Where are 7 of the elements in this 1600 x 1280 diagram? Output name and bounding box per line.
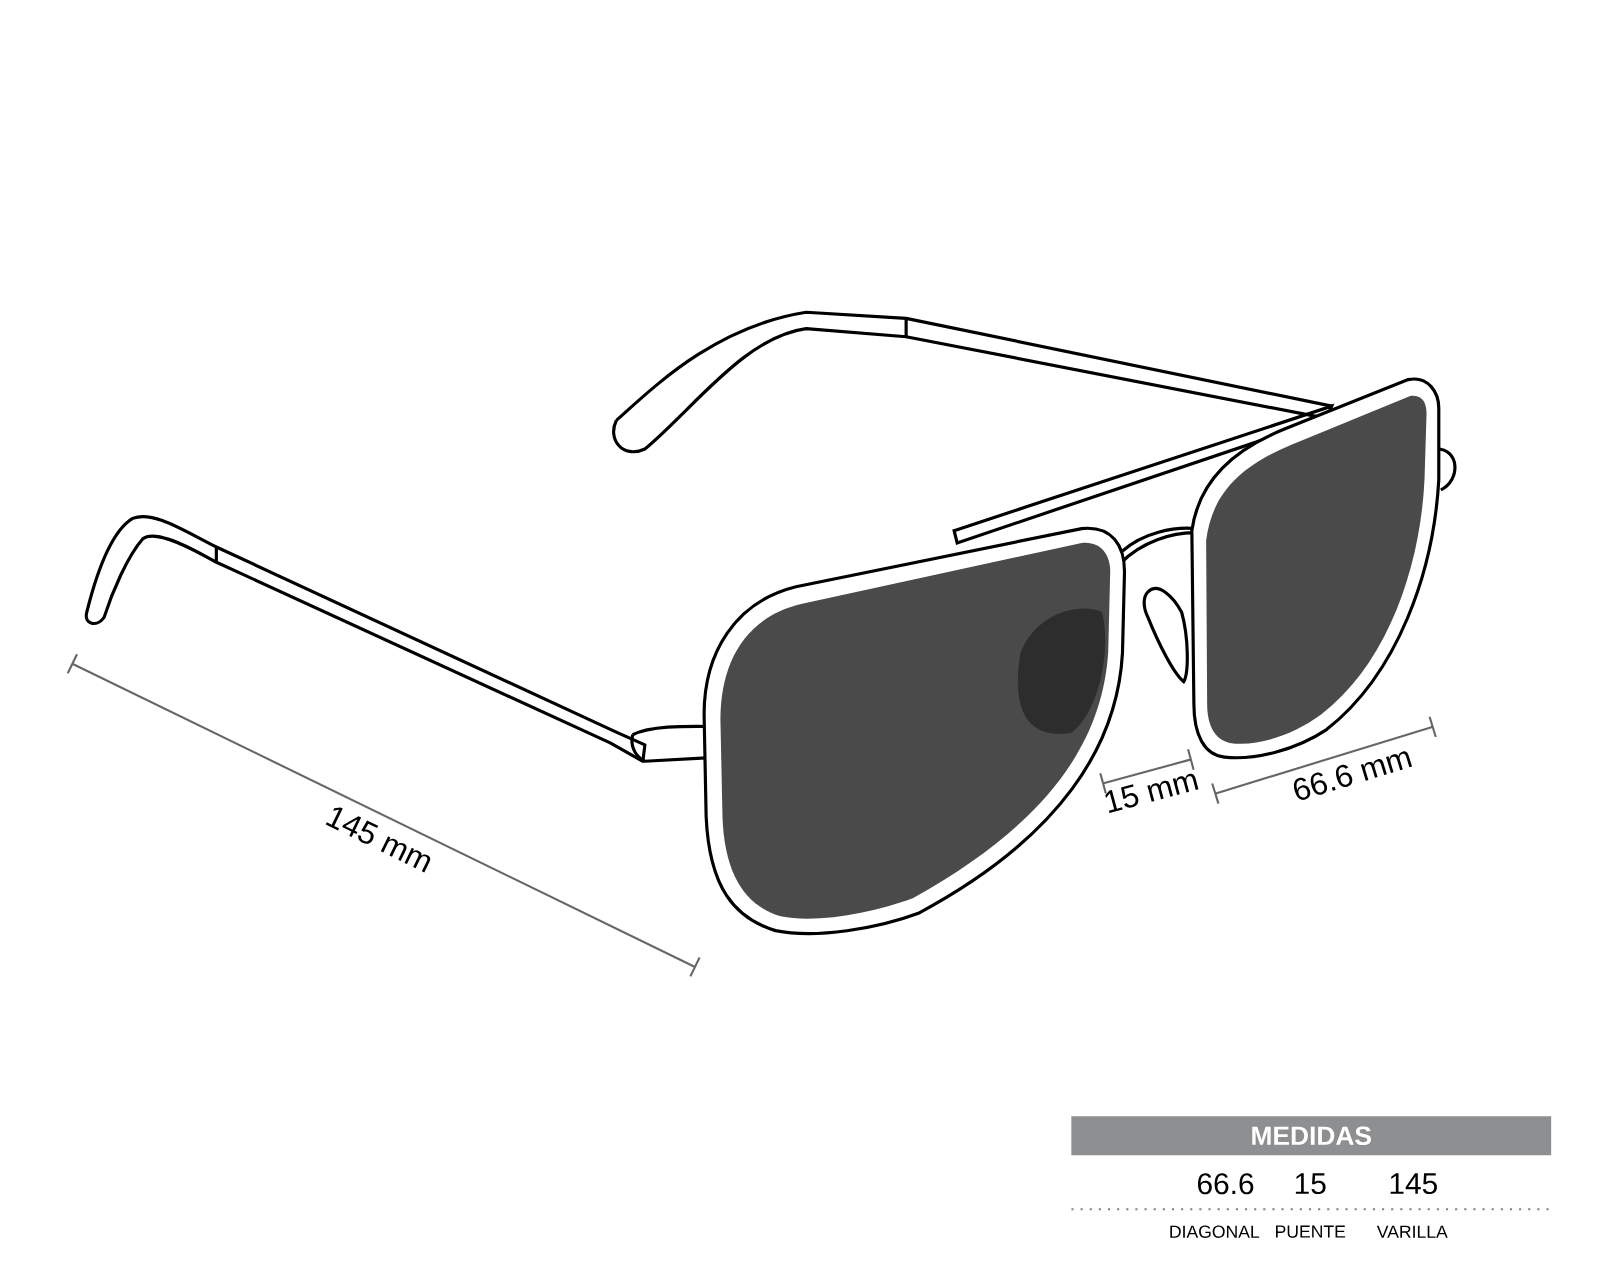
table-label: DIAGONAL — [1170, 1225, 1260, 1239]
dimension-label: 145 mm — [325, 807, 431, 873]
dimension-label: 15 mm — [1105, 774, 1199, 814]
table-label: VARILLA — [1376, 1225, 1448, 1238]
dimension-label: 66.6 mm — [1293, 751, 1413, 801]
table-header: MEDIDAS — [1071, 1116, 1552, 1156]
table-label: PUENTE — [1276, 1225, 1346, 1238]
